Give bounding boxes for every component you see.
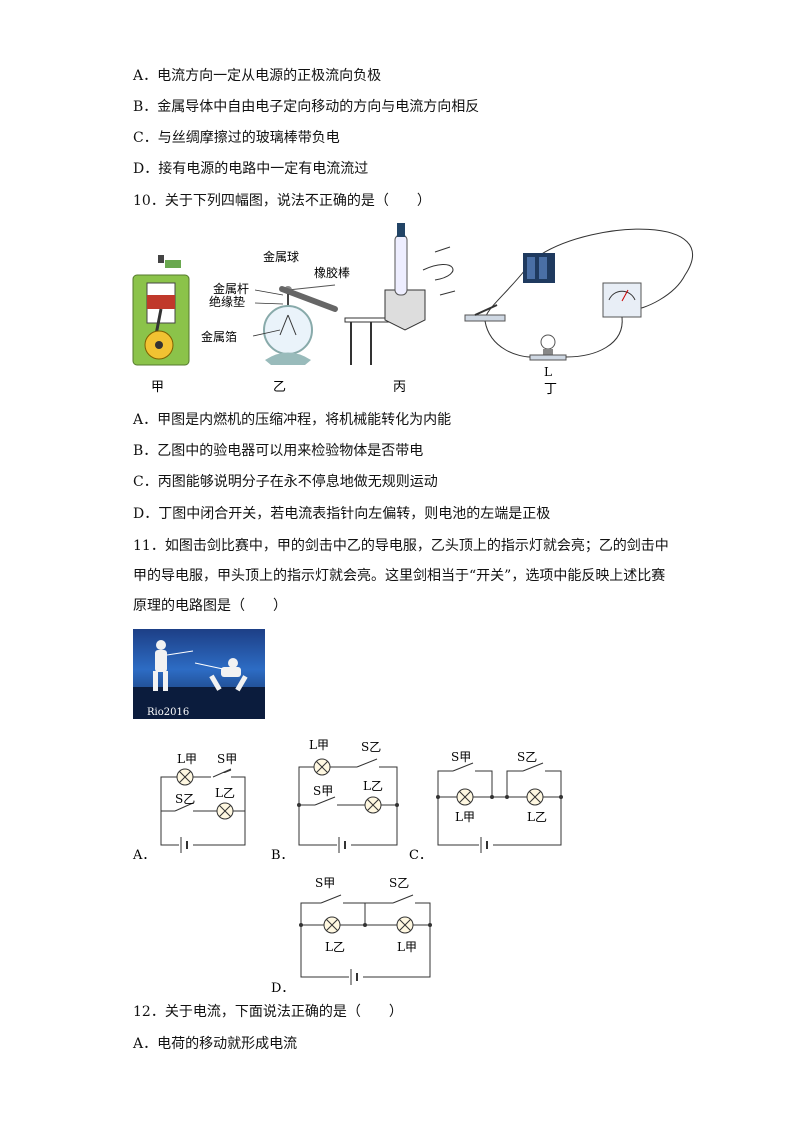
- circuit-option-d: D．: [271, 981, 294, 996]
- lamp-jia-b: [313, 758, 331, 776]
- q11-stem-line3: 原理的电路图是（ ）: [133, 598, 287, 614]
- circuit-figure-ding: L: [464, 228, 693, 379]
- q12-option-a: A．电荷的移动就形成电流: [133, 1036, 298, 1052]
- fencers-illustration: Rio2016: [133, 640, 265, 719]
- q10-figures: 金属球 橡胶棒 金属杆 绝缘垫 金属箔 L: [132, 223, 693, 397]
- q11-stem-line1: 11．如图击剑比赛中，甲的剑击中乙的导电服，乙头顶上的指示灯就会亮；乙的剑击中: [133, 538, 669, 554]
- q9-option-c: C．与丝绸摩擦过的玻璃棒带负电: [133, 130, 340, 146]
- label-l-yi-d: L乙: [325, 940, 345, 954]
- label-metal-rod: 金属杆: [213, 281, 249, 296]
- label-l-yi-b: L乙: [363, 779, 383, 793]
- fencing-photo: Rio2016: [133, 629, 265, 719]
- q11-circuits: L甲 S甲 S乙 L乙 A． L甲 S乙 S甲 L乙 B．: [132, 738, 563, 996]
- circuit-c: S甲 S乙 L甲 L乙: [436, 750, 563, 853]
- photo-caption: Rio2016: [147, 707, 189, 718]
- label-s-yi-d: S乙: [389, 876, 409, 890]
- fig-label-bing: 丙: [393, 380, 406, 395]
- label-rubber-rod: 橡胶棒: [314, 265, 350, 280]
- label-insulating-pad: 绝缘垫: [209, 294, 245, 309]
- label-s-jia-b: S甲: [313, 784, 333, 798]
- q12-stem: 12．关于电流，下面说法正确的是（ ）: [133, 1004, 403, 1020]
- label-s-jia-a: S甲: [217, 752, 237, 766]
- q10-stem: 10．关于下列四幅图，说法不正确的是（ ）: [133, 193, 431, 209]
- circuit-a: L甲 S甲 S乙 L乙: [160, 752, 246, 853]
- label-l-jia-a: L甲: [177, 752, 197, 766]
- lamp-yi-d: [323, 916, 341, 934]
- engine-figure-jia: [132, 255, 190, 366]
- label-s-yi-c: S乙: [517, 750, 537, 764]
- circuit-option-c: C．: [409, 848, 432, 863]
- label-s-jia-c: S甲: [451, 750, 471, 764]
- label-l-jia-d: L甲: [397, 940, 417, 954]
- label-s-jia-d: S甲: [315, 876, 335, 890]
- label-s-yi-a: S乙: [175, 792, 195, 806]
- lamp-yi-b: [364, 796, 382, 814]
- q11-stem-line2: 甲的导电服，甲头顶上的指示灯就会亮。这里剑相当于“开关”，选项中能反映上述比赛: [133, 568, 666, 584]
- q10-option-c: C．丙图能够说明分子在永不停息地做无规则运动: [133, 474, 438, 490]
- q9-option-b: B．金属导体中自由电子定向移动的方向与电流方向相反: [133, 99, 480, 115]
- circuit-option-b: B．: [271, 848, 294, 863]
- label-l-yi-a: L乙: [215, 786, 235, 800]
- circuit-b: L甲 S乙 S甲 L乙: [297, 738, 399, 853]
- label-l-yi-c: L乙: [527, 810, 547, 824]
- q10-option-a: A．甲图是内燃机的压缩冲程，将机械能转化为内能: [133, 412, 452, 428]
- label-s-yi-b: S乙: [361, 740, 381, 754]
- label-l-jia-b: L甲: [309, 738, 329, 752]
- fig-label-jia: 甲: [151, 380, 164, 395]
- label-metal-foil: 金属箔: [201, 329, 237, 344]
- q9-option-d: D．接有电源的电路中一定有电流流过: [133, 161, 369, 177]
- lamp-yi-c: [526, 788, 544, 806]
- lamp-jia-a: [176, 768, 194, 786]
- q10-option-b: B．乙图中的验电器可以用来检验物体是否带电: [133, 443, 424, 459]
- bulb-label-l: L: [544, 365, 552, 379]
- q10-option-d: D．丁图中闭合开关，若电流表指针向左偏转，则电池的左端是正极: [133, 506, 551, 522]
- electroscope-figure-yi: 金属球 橡胶棒 金属杆 绝缘垫 金属箔: [201, 249, 350, 365]
- lamp-yi-a: [216, 802, 234, 820]
- fig-label-ding: 丁: [544, 382, 557, 397]
- fig-label-yi: 乙: [273, 380, 286, 395]
- q9-option-a: A．电流方向一定从电源的正极流向负极: [133, 68, 382, 84]
- circuit-option-a: A．: [132, 848, 155, 863]
- lamp-jia-c: [456, 788, 474, 806]
- test-tube-figure-bing: [344, 223, 456, 365]
- label-metal-ball: 金属球: [263, 249, 299, 264]
- label-l-jia-c: L甲: [455, 810, 475, 824]
- circuit-d: S甲 S乙 L乙 L甲: [299, 876, 432, 985]
- lamp-jia-d: [396, 916, 414, 934]
